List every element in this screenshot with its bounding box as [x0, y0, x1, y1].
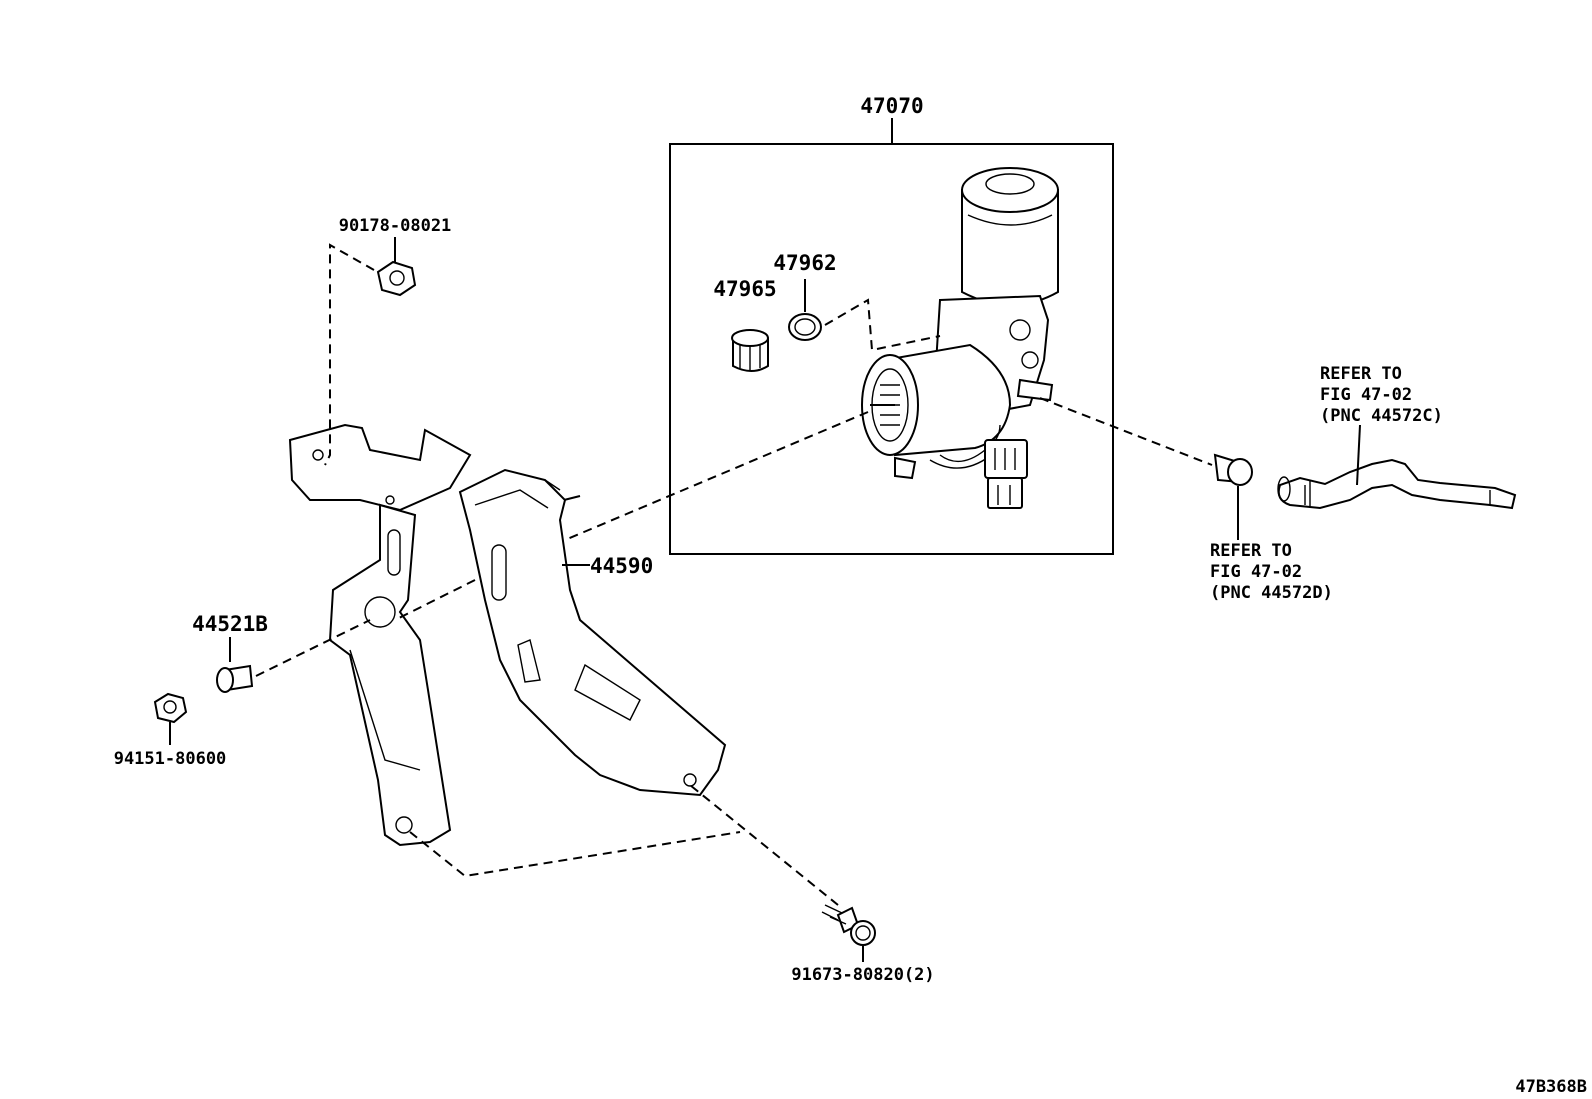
pump-motor-assembly	[861, 167, 1059, 509]
bracket-44590: 44590	[288, 423, 727, 847]
assembly-connectors	[394, 411, 869, 621]
label-47070: 47070	[860, 94, 923, 118]
figure-code: 47B368B	[1515, 1077, 1587, 1097]
hose-44572C: REFER TO FIG 47-02 (PNC 44572C)	[1277, 364, 1517, 510]
refer-c-line1: REFER TO	[1320, 364, 1402, 384]
label-47962: 47962	[773, 251, 836, 275]
label-91673-80820: 91673-80820(2)	[791, 965, 934, 985]
label-47965: 47965	[713, 277, 776, 301]
refer-c-line3: (PNC 44572C)	[1320, 406, 1443, 426]
assembly-box	[669, 143, 1114, 555]
nut-90178-08021: 90178-08021	[324, 216, 452, 466]
refer-d-line2: FIG 47-02	[1210, 562, 1302, 582]
collar-44521B: 44521B	[192, 612, 371, 693]
seal-47962: 47962	[773, 251, 941, 352]
label-94151-80600: 94151-80600	[114, 749, 227, 769]
assembly-group: 47070	[669, 94, 1114, 555]
label-44521B: 44521B	[192, 612, 268, 636]
refer-d-line3: (PNC 44572D)	[1210, 583, 1333, 603]
refer-c-line2: FIG 47-02	[1320, 385, 1412, 405]
filter-47965: 47965	[713, 277, 777, 372]
refer-d-line1: REFER TO	[1210, 541, 1292, 561]
hose-fitting-44572D: REFER TO FIG 47-02 (PNC 44572D)	[1039, 397, 1333, 603]
bolt-91673-80820: 91673-80820(2)	[409, 784, 935, 985]
label-90178-08021: 90178-08021	[339, 216, 452, 236]
label-44590: 44590	[590, 554, 653, 578]
nut-94151-80600: 94151-80600	[114, 692, 227, 769]
